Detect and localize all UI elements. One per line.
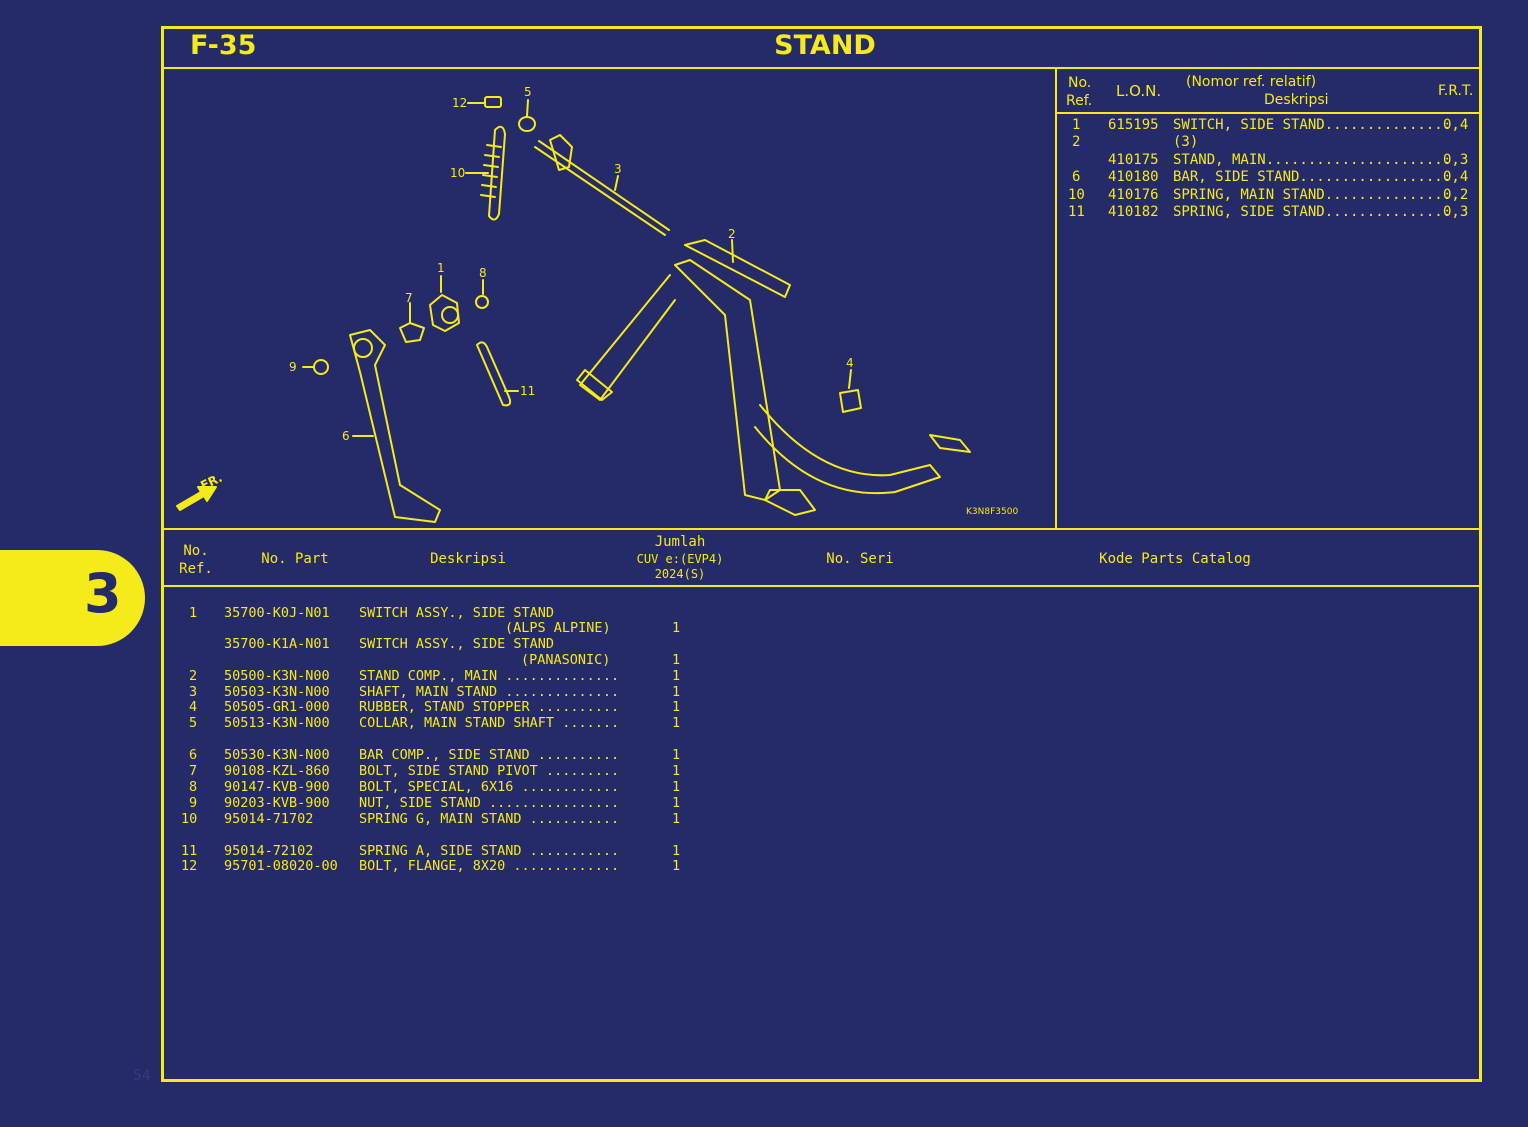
main-stand-foot	[764, 489, 816, 516]
page-number: 54	[133, 1068, 151, 1084]
section-tab: 3	[0, 550, 145, 646]
page-title: STAND	[774, 30, 876, 61]
special-bolt	[475, 295, 489, 309]
frt-row: 2(3)	[1072, 134, 1199, 150]
main-stand-leg-right	[674, 259, 781, 501]
frt-header-no: No.	[1068, 75, 1092, 91]
shaft-bracket	[549, 134, 573, 171]
parts-header-year: 2024(S)	[654, 567, 706, 581]
main-stand-spring	[488, 125, 506, 221]
header-divider	[162, 67, 1482, 69]
parts-header-serial: No. Seri	[826, 551, 894, 567]
parts-header-ref: No. Ref.	[179, 543, 213, 577]
frt-divider	[1055, 68, 1057, 529]
frt-header-desc: Deskripsi	[1264, 92, 1329, 108]
section-number: 3	[84, 562, 122, 625]
frt-header-ref: Ref.	[1066, 93, 1093, 109]
parts-header-model: CUV e:(EVP4)	[636, 552, 724, 566]
callout-11: 11	[520, 384, 535, 398]
shaft-part	[534, 146, 666, 236]
callout-9: 9	[289, 360, 297, 374]
side-stand-nut	[313, 359, 329, 375]
callout-5: 5	[524, 85, 532, 99]
front-arrow-icon	[176, 486, 217, 511]
section-code: F-35	[190, 30, 257, 61]
main-stand-pedal	[929, 434, 971, 453]
parts-header-qty: Jumlah	[654, 534, 706, 550]
parts-header-part: No. Part	[261, 551, 329, 567]
parts-row: (ALPS ALPINE)1	[505, 620, 681, 636]
frt-header-lon: L.O.N.	[1116, 82, 1162, 100]
parts-row: (PANASONIC)1	[521, 652, 681, 668]
diagram-divider	[162, 528, 1482, 530]
catalog-frame	[161, 26, 1482, 1082]
parts-header-desc: Deskripsi	[430, 551, 506, 567]
parts-header-catalog: Kode Parts Catalog	[1099, 551, 1251, 567]
callout-7: 7	[405, 291, 413, 305]
side-stand-bar	[349, 329, 441, 523]
main-stand-pedal-arm	[754, 404, 941, 495]
side-stand-switch	[429, 294, 460, 332]
main-stand-crossbar	[684, 239, 791, 298]
frt-header-frt: F.R.T.	[1438, 83, 1474, 99]
frt-header-desc-top: (Nomor ref. relatif)	[1186, 74, 1317, 90]
callout-2: 2	[728, 227, 736, 241]
callout-8: 8	[479, 266, 487, 280]
exploded-diagram: 12 5 3 10 2 1 8 7 9 11 4 6 FR. K3N8F3500	[165, 70, 1055, 528]
side-stand-pivot-bolt	[399, 322, 425, 343]
stand-illustration: 12 5 3 10 2 1 8 7 9 11 4 6 FR. K3N8F3500	[176, 85, 1018, 523]
flange-bolt	[484, 96, 502, 108]
callout-12: 12	[452, 96, 467, 110]
stand-stopper-rubber	[839, 389, 862, 413]
frt-header-divider	[1057, 112, 1482, 114]
main-stand-leg-left	[579, 274, 676, 401]
side-stand-spring	[476, 341, 512, 407]
callout-6: 6	[342, 429, 350, 443]
collar	[518, 116, 536, 132]
callout-4: 4	[846, 356, 854, 370]
diagram-code: K3N8F3500	[966, 507, 1018, 517]
parts-header-divider	[162, 585, 1482, 587]
callout-10: 10	[450, 166, 465, 180]
callout-1: 1	[437, 261, 445, 275]
callout-3: 3	[614, 162, 622, 176]
